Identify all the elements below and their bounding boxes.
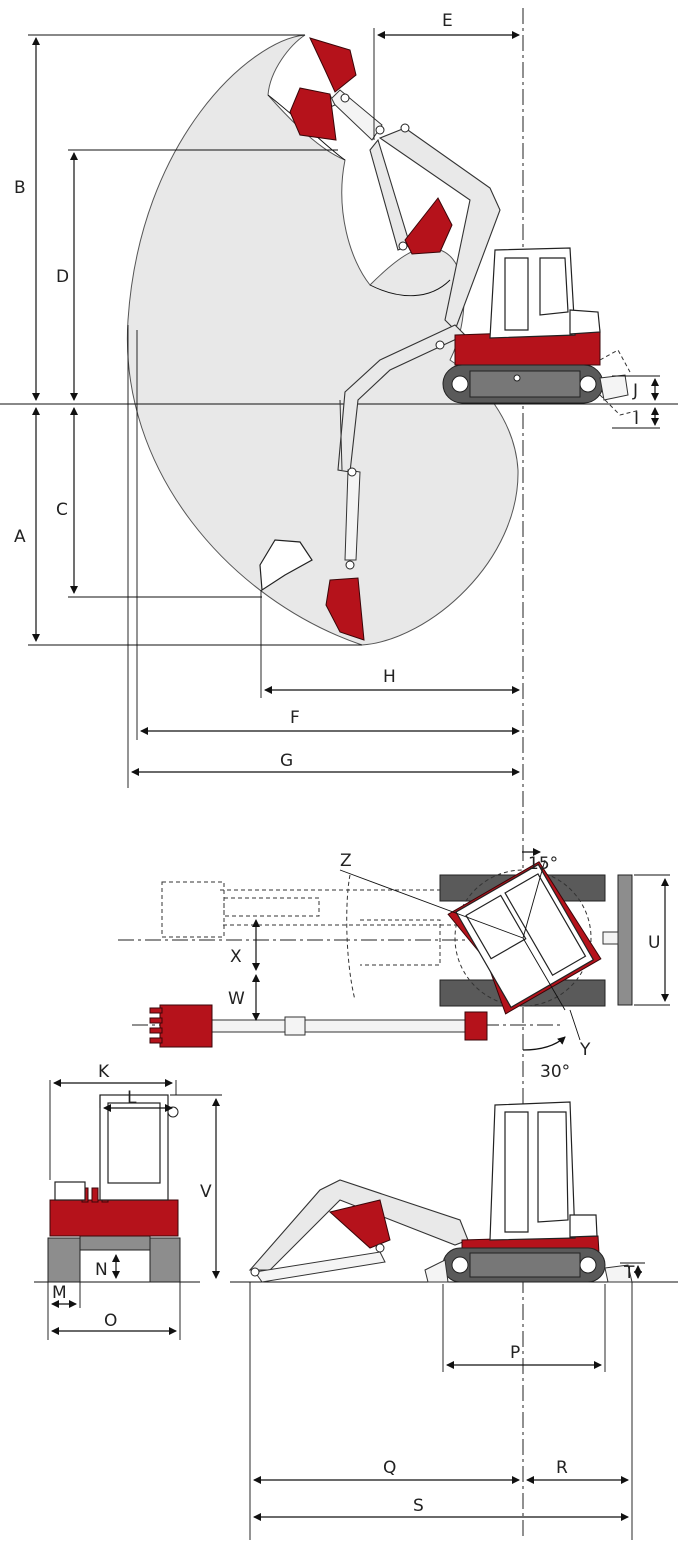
front-view: K L V N M O [34, 1062, 222, 1340]
upper-structure-top [447, 861, 602, 1015]
label-K: K [98, 1062, 110, 1082]
label-Z: Z [340, 851, 352, 871]
boom-lowered [337, 324, 466, 570]
label-Y: Y [579, 1040, 591, 1060]
label-W: W [228, 989, 245, 1009]
excavator-side-upper [442, 247, 641, 416]
working-range-view: B D A C E H F G J I [0, 8, 678, 1540]
angle-15: 15° [528, 854, 558, 874]
label-B: B [14, 178, 26, 198]
front-track-left [47, 1237, 81, 1283]
label-S: S [413, 1496, 424, 1516]
label-A: A [14, 527, 26, 547]
label-F: F [290, 708, 300, 728]
bucket-top-view [149, 1004, 213, 1048]
label-N: N [95, 1260, 108, 1280]
blade-top [617, 874, 633, 1006]
label-Q: Q [383, 1458, 396, 1478]
label-O: O [104, 1311, 117, 1331]
folded-bucket [328, 1199, 391, 1249]
label-V: V [200, 1182, 212, 1202]
bucket-top [309, 37, 357, 93]
front-track-right [149, 1237, 181, 1283]
label-H: H [383, 667, 396, 687]
swing-radius [454, 869, 592, 1007]
label-U: U [648, 933, 660, 953]
label-X: X [230, 947, 242, 967]
label-R: R [556, 1458, 568, 1478]
front-body [49, 1199, 179, 1237]
label-G: G [280, 751, 293, 771]
label-P: P [510, 1343, 520, 1363]
transport-view: T P Q R S [230, 1101, 678, 1540]
label-C: C [56, 500, 68, 520]
label-D: D [56, 267, 69, 287]
top-view: 15° 30° Z Y X W U [118, 848, 670, 1082]
bucket-mid [404, 197, 453, 255]
label-I: I [634, 409, 639, 429]
label-M: M [52, 1283, 67, 1303]
angle-30: 30° [540, 1062, 570, 1082]
bucket-bottom [325, 577, 365, 641]
label-T: T [623, 1263, 635, 1283]
label-L: L [127, 1088, 137, 1108]
swung-bucket-outline [161, 881, 225, 938]
label-J: J [632, 381, 638, 401]
bucket-upper-curl [289, 87, 337, 141]
label-E: E [442, 11, 453, 31]
bucket-outline [259, 539, 313, 592]
arm-top [209, 1019, 473, 1033]
